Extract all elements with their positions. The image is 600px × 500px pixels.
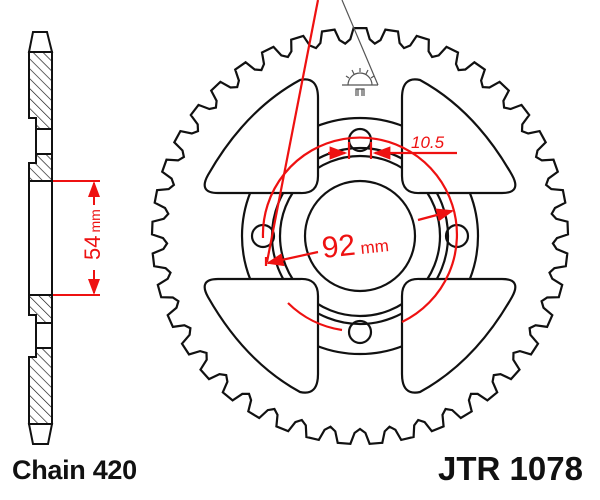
bolt-hole-dimension-label: 10.5 bbox=[411, 133, 445, 152]
cutout-bottom-left bbox=[203, 277, 320, 394]
bolt-hole-bottom bbox=[347, 319, 373, 345]
jt-sun-logo-icon bbox=[341, 0, 379, 96]
profile-hatch-bottom bbox=[28, 347, 53, 425]
profile-gap-top bbox=[35, 128, 53, 155]
profile-hatch-inner-top bbox=[28, 153, 53, 182]
bolt-circle-arc-bottom bbox=[287, 302, 343, 332]
profile-hatch-inner-bottom bbox=[28, 294, 53, 324]
cutout-bottom-right bbox=[400, 277, 517, 394]
chain-size-label: Chain 420 bbox=[12, 455, 137, 485]
bolt-circle-arc bbox=[261, 136, 459, 323]
bolt-circle-dimension bbox=[261, 0, 459, 332]
sprocket-teeth-outline bbox=[150, 27, 570, 445]
cutout-top-left bbox=[203, 78, 320, 195]
bore-dimension bbox=[53, 180, 100, 296]
cutout-top-right bbox=[400, 78, 517, 195]
profile-tooth-top bbox=[27, 31, 54, 53]
sprocket-front-view bbox=[150, 27, 570, 445]
profile-tooth-bottom bbox=[27, 423, 54, 445]
profile-hatch-top bbox=[28, 51, 53, 130]
part-number-label: JTR 1078 bbox=[438, 450, 583, 487]
bore-dimension-label: 54mm bbox=[80, 209, 105, 260]
bolt-hole-top bbox=[347, 127, 373, 153]
hub-plate-outline bbox=[240, 116, 480, 356]
profile-bore bbox=[28, 180, 53, 296]
center-bore bbox=[303, 179, 417, 293]
side-profile-view bbox=[27, 31, 54, 445]
profile-gap-bottom bbox=[35, 322, 53, 349]
hub-ring-inner bbox=[278, 154, 442, 318]
